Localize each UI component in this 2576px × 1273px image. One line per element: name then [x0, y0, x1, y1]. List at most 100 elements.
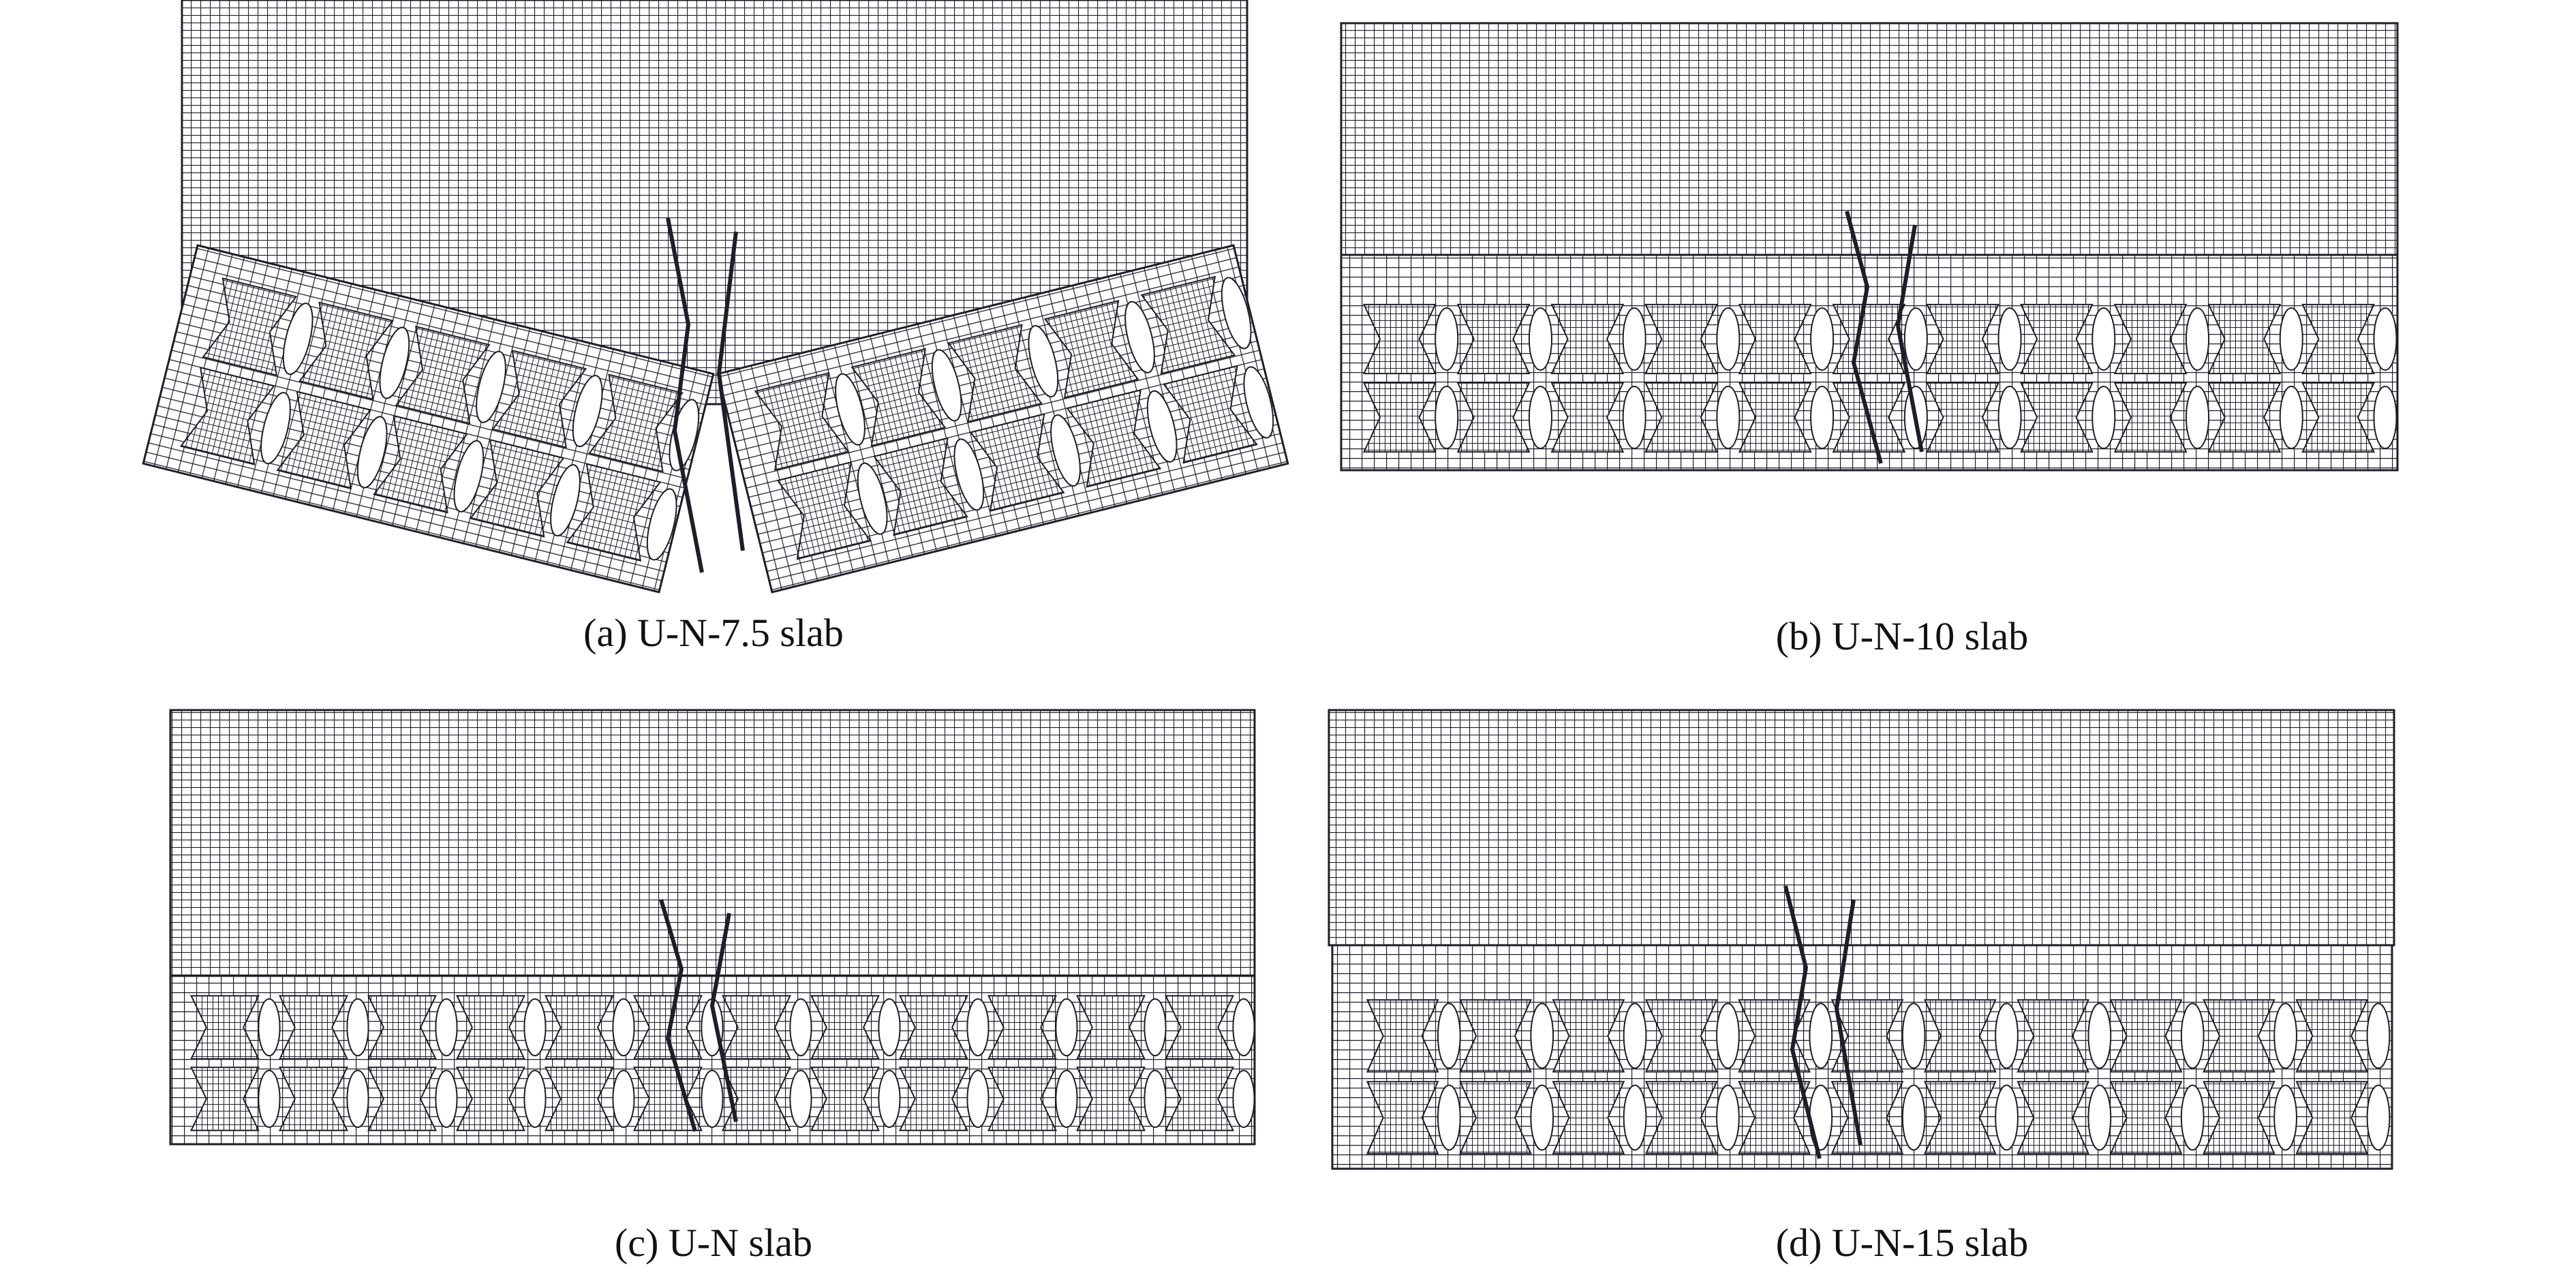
cell-hole — [722, 1067, 791, 1131]
cell-web — [258, 1069, 281, 1129]
cell-hole — [456, 1067, 525, 1131]
cell-hole — [1456, 303, 1531, 375]
cell-hole — [1644, 999, 1718, 1073]
cell-hole — [469, 439, 565, 538]
cell-web — [669, 399, 700, 472]
cell-hole — [279, 1067, 348, 1131]
cell-hole — [633, 1067, 703, 1131]
cell-hole — [2203, 1081, 2275, 1154]
cell-web — [260, 392, 291, 465]
cell-hole — [1550, 303, 1625, 375]
cell-web — [1995, 1084, 2019, 1151]
crack-zone — [1845, 211, 1924, 464]
cell-hole — [179, 367, 275, 465]
crack-zone — [666, 217, 745, 573]
crack-zone — [1783, 885, 1862, 1159]
cell-hole — [2113, 382, 2188, 453]
cell-web — [931, 349, 962, 422]
cell-web — [550, 464, 581, 537]
cell-web — [1055, 998, 1078, 1057]
cell-web — [857, 462, 888, 535]
cell-web — [1028, 325, 1059, 398]
cell-web — [2186, 385, 2210, 450]
cell-web — [453, 440, 485, 512]
cell-web — [1997, 385, 2022, 450]
cell-hole — [1165, 1067, 1234, 1131]
cell-web — [1716, 385, 1741, 450]
cell-hole — [2295, 1081, 2369, 1154]
cell-hole — [373, 414, 468, 514]
cell-hole — [810, 995, 880, 1060]
cell-hole — [491, 350, 587, 448]
cell-hole — [722, 995, 791, 1060]
caption-c: (c) U-N slab — [615, 1221, 812, 1265]
cell-web — [2366, 1002, 2391, 1069]
cell-hole — [566, 463, 662, 562]
cell-hole — [1924, 999, 1997, 1073]
cell-hole — [1362, 303, 1437, 375]
cell-hole — [1552, 1081, 1625, 1154]
cell-web — [1144, 998, 1167, 1057]
cell-web — [2373, 385, 2397, 450]
cell-web — [282, 303, 313, 375]
upper-slab-mesh — [169, 709, 1256, 977]
cell-web — [1435, 307, 1459, 371]
upper-slab-mesh — [1328, 709, 2395, 947]
mesh-panel-d — [1328, 709, 2395, 1170]
cell-web — [1232, 1069, 1255, 1129]
cell-web — [1810, 385, 1835, 450]
cell-web — [1623, 1084, 1647, 1151]
cell-hole — [1550, 382, 1625, 453]
cell-web — [1623, 1002, 1647, 1069]
cell-hole — [1644, 1081, 1718, 1154]
cell-web — [346, 1069, 369, 1129]
cell-hole — [1926, 382, 2000, 453]
cell-hole — [899, 995, 968, 1060]
cell-web — [1435, 385, 1459, 450]
cell-hole — [1456, 382, 1531, 453]
cell-hole — [1552, 999, 1625, 1073]
cell-hole — [969, 413, 1065, 512]
cell-web — [2091, 385, 2116, 450]
cell-web — [1716, 307, 1741, 371]
cell-hole — [2020, 303, 2094, 375]
caption-d: (d) U-N-15 slab — [1775, 1221, 2029, 1265]
cell-web — [1997, 307, 2022, 371]
cell-hole — [190, 995, 260, 1060]
cell-hole — [1830, 999, 1904, 1073]
cell-web — [1437, 1002, 1461, 1069]
cell-hole — [545, 995, 614, 1060]
cell-web — [2087, 1002, 2112, 1069]
cell-web — [2180, 1002, 2205, 1069]
cell-hole — [1459, 1081, 1532, 1154]
cell-hole — [1644, 303, 1718, 375]
cell-web — [1528, 307, 1552, 371]
cell-hole — [1926, 303, 2000, 375]
cell-hole — [276, 390, 372, 490]
cell-web — [379, 326, 410, 399]
cell-web — [1232, 998, 1255, 1057]
cell-web — [1995, 1002, 2019, 1069]
cell-hole — [1362, 382, 1437, 453]
cell-web — [701, 1069, 724, 1129]
cell-hole — [2295, 999, 2369, 1073]
cell-web — [1243, 366, 1274, 439]
cell-hole — [2113, 303, 2188, 375]
cell-web — [1055, 1069, 1078, 1129]
cell-web — [2180, 1084, 2205, 1151]
cell-hole — [899, 1067, 968, 1131]
cell-hole — [2203, 999, 2275, 1073]
cell-hole — [1076, 1067, 1146, 1131]
crack-zone — [659, 899, 738, 1132]
cell-hole — [947, 324, 1043, 423]
cell-web — [878, 1069, 901, 1129]
cell-web — [1221, 277, 1252, 350]
right-wing — [716, 244, 1289, 594]
cell-hole — [456, 995, 525, 1060]
cell-hole — [367, 995, 437, 1060]
cell-web — [878, 998, 901, 1057]
cell-web — [1716, 1002, 1740, 1069]
cell-hole — [1366, 999, 1439, 1073]
cell-web — [1622, 307, 1646, 371]
